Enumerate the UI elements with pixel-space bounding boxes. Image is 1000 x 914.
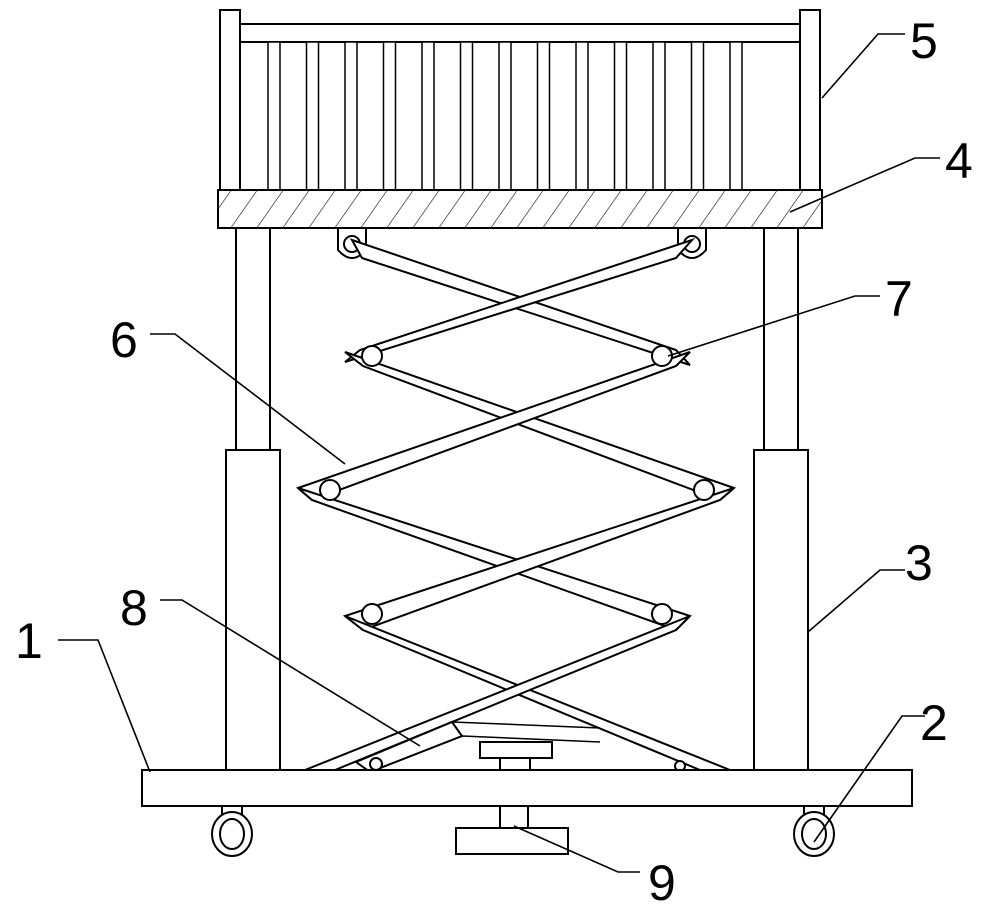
base-plate (141, 769, 913, 807)
guardrail-bar (690, 41, 705, 191)
callout-labels: 5 4 7 6 3 8 1 2 9 (15, 13, 973, 911)
guardrail-bar (344, 41, 358, 191)
label-base-plate: 1 (15, 613, 43, 669)
label-guardrail: 5 (910, 13, 938, 69)
guardrail-bar (305, 41, 320, 191)
label-support-column: 3 (905, 535, 933, 591)
guardrail-bar (729, 41, 743, 191)
support-column-left (225, 227, 281, 771)
label-wheel: 2 (920, 695, 948, 751)
guardrail-bar (382, 41, 397, 191)
leader-lines (58, 33, 940, 873)
wheel-left (211, 805, 253, 857)
label-pivot-pin: 7 (885, 271, 913, 327)
guardrail-bars (267, 41, 743, 191)
foot-brake (455, 805, 569, 855)
guardrail-bar (421, 41, 435, 191)
hydraulic-cylinder (353, 720, 686, 774)
scissor-arm (296, 237, 736, 771)
support-column-right (753, 227, 809, 771)
label-hydraulic-cylinder: 8 (120, 580, 148, 636)
guardrail-bar (498, 41, 512, 191)
brake-pedal-top (479, 741, 553, 771)
guardrail-bar (459, 41, 474, 191)
platform (217, 189, 823, 229)
pivot-pin (319, 345, 715, 625)
guardrail-bar (652, 41, 666, 191)
guardrail-bar (575, 41, 589, 191)
guardrail-bar (536, 41, 551, 191)
guardrail-bar (613, 41, 628, 191)
wheel-right (793, 805, 835, 857)
label-scissor-arm: 6 (110, 312, 138, 368)
label-platform: 4 (945, 133, 973, 189)
guardrail-bar (267, 41, 281, 191)
label-foot-brake: 9 (648, 855, 676, 911)
guardrail (219, 9, 821, 191)
